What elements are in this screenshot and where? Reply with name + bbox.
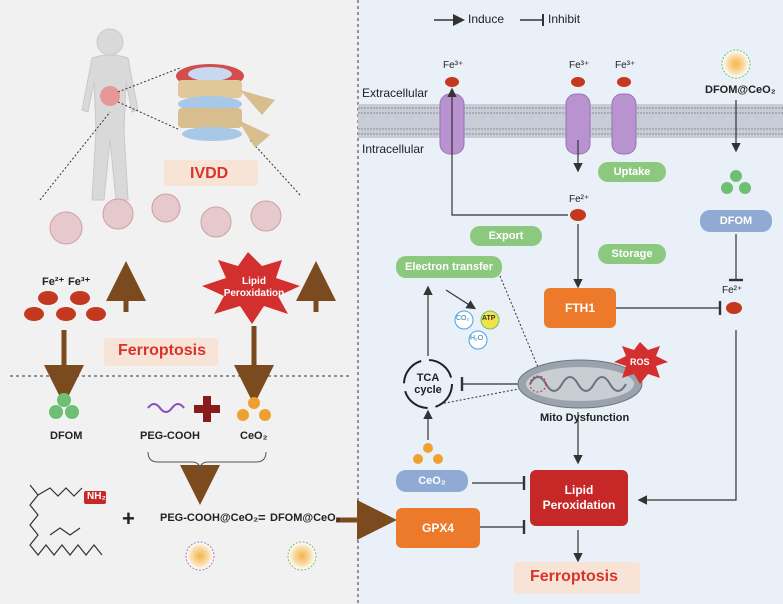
ros-label: ROS <box>630 357 650 367</box>
ferroptosis-label-bg-left <box>104 338 218 366</box>
pathway-arrows <box>423 87 744 563</box>
ferroptosis-left-label: Ferroptosis <box>118 342 207 359</box>
metabolite-circles <box>454 310 500 350</box>
ferroptosis-right-label: Ferroptosis <box>530 568 619 585</box>
fe3-left-label: Fe³⁺ <box>68 276 91 288</box>
h2o-label: H₂O <box>470 335 484 342</box>
ceo2-dots-left <box>237 397 271 421</box>
ivdd-label-bg <box>164 160 258 186</box>
degenerating-cells <box>49 193 282 245</box>
extracellular-label: Extracellular <box>362 86 429 100</box>
fe3-export-label: Fe³⁺ <box>443 60 464 71</box>
dfom-ceo2-nanoparticle-right-icon <box>721 49 751 79</box>
pain-spot-icon <box>100 86 120 106</box>
fe3-a-label: Fe³⁺ <box>569 60 590 71</box>
human-silhouette-icon <box>81 28 139 201</box>
ivdd-label: IVDD <box>190 165 229 182</box>
brown-arrows <box>44 261 397 540</box>
storage-pill: Storage <box>598 244 666 264</box>
intracellular-label: Intracellular <box>362 142 425 156</box>
left-panel-bg <box>0 0 358 604</box>
electron-transfer-pill: Electron transfer <box>396 256 502 278</box>
fe2-center-label: Fe²⁺ <box>569 194 590 205</box>
ferroptosis-label-bg-right <box>514 562 640 594</box>
plus-icon <box>194 396 220 422</box>
dfom-dots-left <box>49 393 79 419</box>
ceo2-left-label: CeO₂ <box>240 430 268 442</box>
co2-label: CO₂ <box>456 315 470 322</box>
dfom-left-label: DFOM <box>50 430 83 442</box>
mitochondria-icon <box>517 359 643 409</box>
dfom-ceo2-right-label: DFOM@CeO₂ <box>705 84 776 96</box>
uptake-pill: Uptake <box>598 162 666 182</box>
dfom-ceo2-nanoparticle-icon <box>287 541 317 571</box>
dfom-dots-right <box>721 170 751 194</box>
brace <box>147 451 267 471</box>
fth1-box: FTH1 <box>544 288 616 328</box>
nh2-tag-bg <box>84 491 106 504</box>
ceo2-dots-right <box>413 443 443 464</box>
ros-burst <box>614 342 668 384</box>
equals-sign: = <box>258 510 266 525</box>
lipid-peroxidation-box: Lipid Peroxidation <box>530 470 628 526</box>
product-right-label: DFOM@CeO₂ <box>270 512 341 524</box>
legend-inhibit-label: Inhibit <box>548 12 581 26</box>
lipid-peroxidation-burst <box>202 252 300 324</box>
peg-wave-icon <box>147 403 185 413</box>
dfom-molecule-icon <box>29 484 103 556</box>
iron-particles-left <box>24 291 106 321</box>
ceo2-right-pill: CeO₂ <box>396 470 468 492</box>
dfom-right-pill: DFOM <box>700 210 772 232</box>
mito-dysfunction-label: Mito Dysfunction <box>540 412 630 424</box>
tca-cycle-label: TCA cycle <box>414 372 442 396</box>
spine-icon <box>176 64 275 148</box>
iron-particles-right <box>445 77 742 314</box>
legend-induce-label: Induce <box>468 12 505 26</box>
product-left-label: PEG-COOH@CeO₂ <box>160 512 259 524</box>
dotted-link-electron <box>499 275 541 373</box>
peg-ceo2-nanoparticle-icon <box>185 541 215 571</box>
lipid-peroxidation-burst-label: Lipid Peroxidation <box>223 276 285 299</box>
fe2-right-label: Fe²⁺ <box>722 285 743 296</box>
fe2-left-label: Fe²⁺ <box>42 276 65 288</box>
atp-label: ATP <box>482 315 496 322</box>
peg-cooh-label: PEG-COOH <box>140 430 200 442</box>
export-pill: Export <box>470 226 542 246</box>
nh2-label: NH₂ <box>87 491 106 502</box>
fe3-b-label: Fe³⁺ <box>615 60 636 71</box>
plus-sign: + <box>122 506 135 531</box>
gpx4-box: GPX4 <box>396 508 480 548</box>
tca-cycle-icon <box>403 359 453 409</box>
